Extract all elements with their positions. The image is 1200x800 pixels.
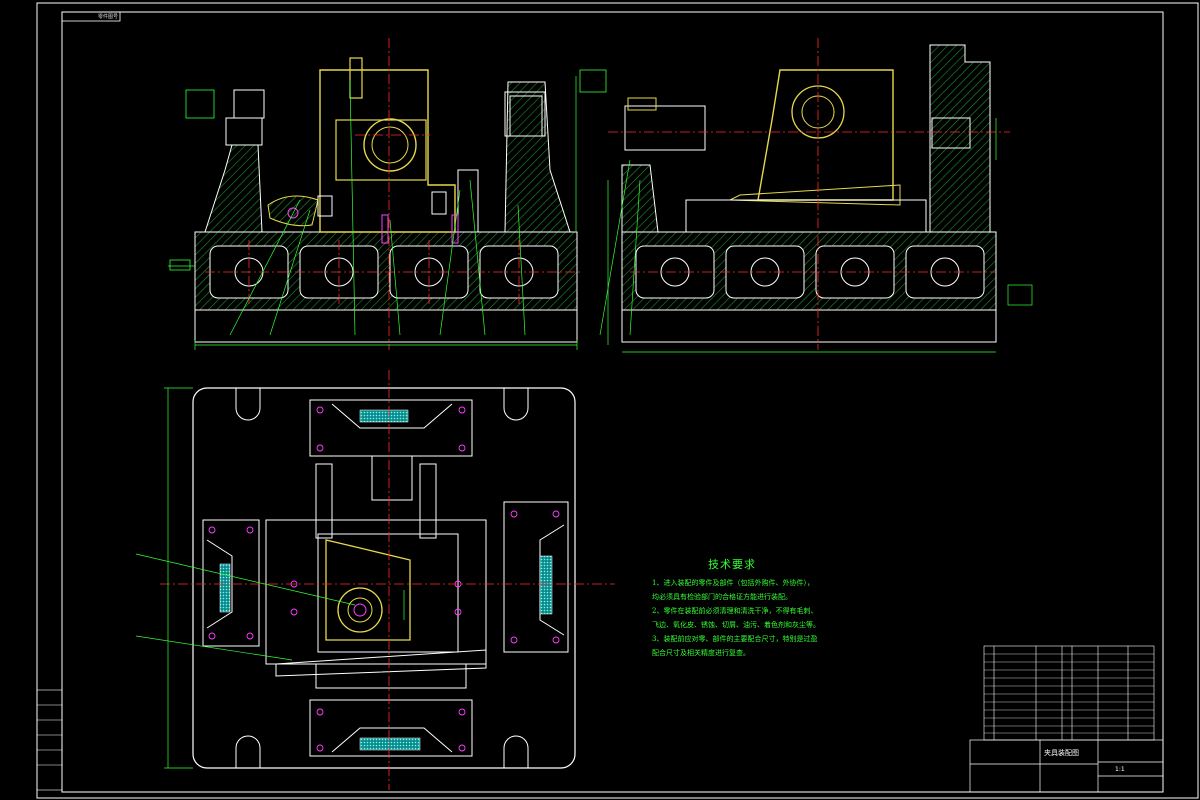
requirement-line: 1、进入装配的零件及部件（包括外购件、外协件）， — [652, 579, 814, 587]
requirement-line: 飞边、氧化皮、锈蚀、切屑、油污、着色剂和灰尘等。 — [652, 621, 820, 629]
top-view — [135, 370, 615, 790]
parts-list-rows — [984, 653, 1154, 734]
title-block — [969, 739, 1164, 793]
title-block-drawing-name: 夹具装配图 — [1044, 749, 1079, 757]
sheet-outer-border — [36, 2, 1199, 799]
drawing-number-label: 零件图号 — [98, 14, 119, 20]
revision-strip — [36, 689, 63, 791]
requirement-line: 3、装配前应对零、部件的主要配合尺寸，特别是过盈 — [652, 635, 818, 643]
requirement-line: 2、零件在装配前必须清理和清洗干净，不得有毛刺、 — [652, 607, 818, 615]
requirement-line: 均必须具有检验部门的合格证方能进行装配。 — [652, 593, 792, 601]
technical-requirements-title: 技术要求 — [708, 558, 756, 571]
front-view — [168, 38, 607, 350]
title-block-scale: 1:1 — [1115, 766, 1125, 773]
sheet-inner-border — [61, 11, 1164, 793]
side-view — [599, 38, 1033, 353]
requirement-line: 配合尺寸及相关精度进行复查。 — [652, 649, 750, 657]
corner-label-box — [61, 11, 121, 22]
